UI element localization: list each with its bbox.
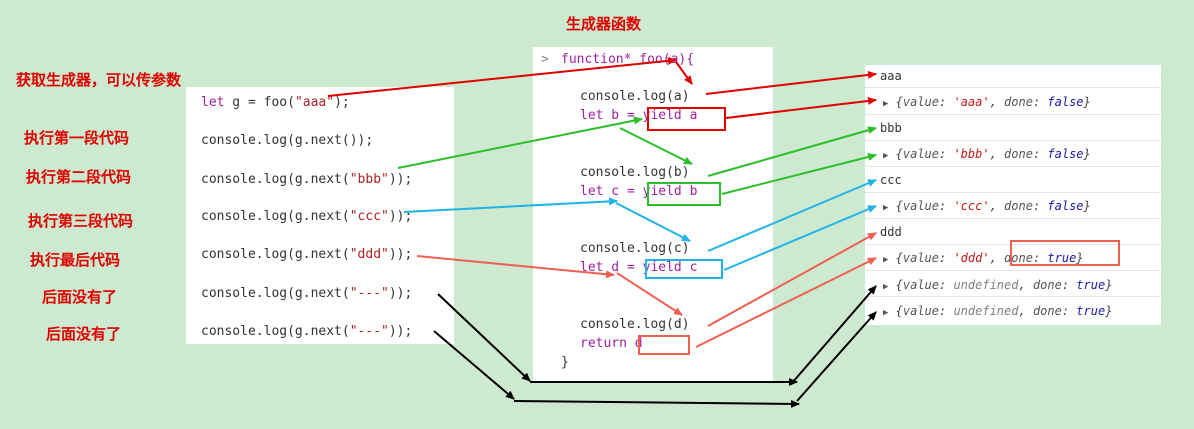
gen-line-log-b: console.log(b) [580, 165, 690, 180]
code-line-next-3: console.log(g.next("ccc")); [201, 209, 413, 224]
expand-triangle-icon[interactable]: ▶ [883, 255, 889, 265]
expand-triangle-icon[interactable]: ▶ [883, 99, 889, 109]
code-line-next-4: console.log(g.next("ddd")); [201, 247, 413, 262]
arrow-black-1a [437, 293, 531, 382]
function-close-brace: } [561, 355, 569, 370]
output-object-4[interactable]: ▶ {value: 'ddd', done: true} [883, 251, 1084, 265]
arrow-green-b [619, 127, 693, 165]
arrow-salmon-next-ddd [416, 255, 615, 279]
output-bbb: bbb [880, 121, 902, 135]
expand-triangle-icon[interactable]: ▶ [883, 308, 889, 318]
highlight-yield-a [647, 107, 726, 131]
arrow-green-next-bbb [397, 116, 643, 169]
output-object-6[interactable]: ▶ {value: undefined, done: true} [883, 304, 1113, 318]
arrow-red-create [327, 56, 677, 97]
generator-function-panel: > function* foo(a){ console.log(a) let b… [533, 47, 773, 381]
annotation-nothing-left-2: 后面没有了 [46, 325, 122, 343]
arrow-blue-next-ccc [403, 197, 618, 213]
arrow-black-2b [513, 399, 800, 408]
arrow-black-2c [796, 311, 877, 402]
arrow-blue-c [615, 202, 691, 242]
gen-line-yield-a: let b = yield a [580, 108, 698, 123]
code-line-next-1: console.log(g.next()); [201, 133, 374, 148]
caller-code-panel: let g = foo("aaa"); console.log(g.next()… [186, 87, 454, 344]
gen-line-yield-c: let d = yield c [580, 260, 698, 275]
diagram-title: 生成器函数 [566, 15, 642, 33]
code-line-next-5: console.log(g.next("---")); [201, 286, 413, 301]
arrow-salmon-log-d [707, 232, 877, 327]
output-object-2[interactable]: ▶ {value: 'bbb', done: false} [883, 147, 1091, 161]
expand-triangle-icon[interactable]: ▶ [883, 282, 889, 292]
arrow-black-1c [791, 285, 877, 384]
gen-line-yield-b: let c = yield b [580, 184, 698, 199]
annotation-last-segment: 执行最后代码 [30, 251, 121, 269]
arrow-red-a [675, 61, 693, 85]
arrow-salmon-return-d [695, 257, 877, 348]
code-line-next-2: console.log(g.next("bbb")); [201, 172, 413, 187]
expand-triangle-icon[interactable]: ▶ [883, 203, 889, 213]
arrow-salmon-d [616, 272, 683, 316]
console-output-panel: aaa ▶ {value: 'aaa', done: false} bbb ▶ … [865, 65, 1161, 325]
annotation-get-generator: 获取生成器，可以传参数 [16, 71, 182, 89]
annotation-third-segment: 执行第三段代码 [28, 212, 134, 230]
annotation-first-segment: 执行第一段代码 [24, 129, 130, 147]
output-object-1[interactable]: ▶ {value: 'aaa', done: false} [883, 95, 1091, 109]
arrow-red-log-a [705, 70, 877, 95]
annotation-second-segment: 执行第二段代码 [26, 168, 132, 186]
gen-line-log-a: console.log(a) [580, 89, 690, 104]
output-aaa: aaa [880, 69, 902, 83]
highlight-yield-b [647, 182, 721, 206]
highlight-return-d [638, 335, 690, 355]
console-prompt: > [541, 52, 549, 67]
output-object-5[interactable]: ▶ {value: undefined, done: true} [883, 278, 1113, 292]
arrow-blue-log-c [707, 179, 877, 252]
output-ccc: ccc [880, 173, 902, 187]
code-line-next-6: console.log(g.next("---")); [201, 324, 413, 339]
gen-line-log-d: console.log(d) [580, 317, 690, 332]
arrow-green-log-b [707, 126, 877, 177]
output-object-3[interactable]: ▶ {value: 'ccc', done: false} [883, 199, 1091, 213]
arrow-red-yield-a [725, 96, 877, 119]
arrow-green-yield-b [721, 153, 877, 195]
arrow-blue-yield-c [723, 205, 877, 271]
annotation-nothing-left-1: 后面没有了 [42, 288, 118, 306]
highlight-yield-c [645, 259, 723, 279]
expand-triangle-icon[interactable]: ▶ [883, 151, 889, 161]
arrow-black-2a [433, 330, 515, 400]
output-ddd: ddd [880, 225, 902, 239]
highlight-done-true [1010, 240, 1120, 266]
gen-line-log-c: console.log(c) [580, 241, 690, 256]
code-line-create-generator: let g = foo("aaa"); [201, 95, 350, 110]
